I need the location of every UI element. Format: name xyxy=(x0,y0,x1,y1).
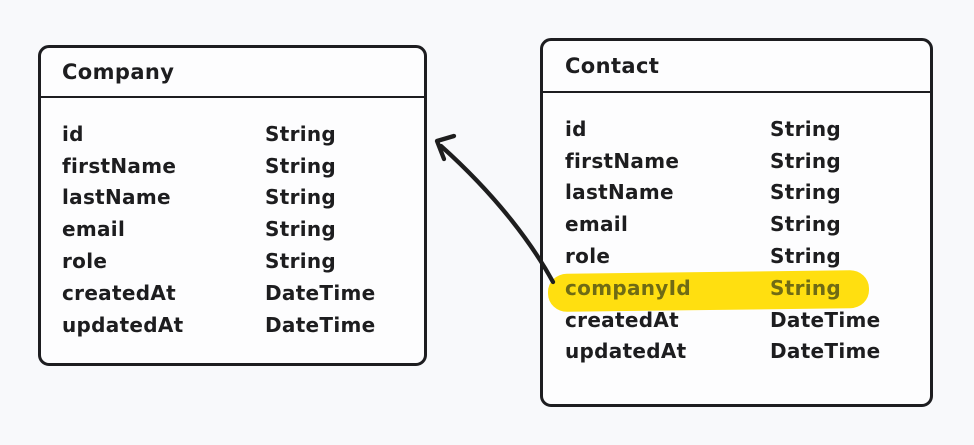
field-row: updatedAt DateTime xyxy=(62,309,414,341)
field-type: String xyxy=(265,121,337,146)
field-row: id String xyxy=(565,113,920,145)
field-type: String xyxy=(265,249,337,274)
field-type: String xyxy=(265,185,337,210)
field-type: String xyxy=(770,116,842,141)
field-row: role String xyxy=(565,240,920,272)
field-name: firstName xyxy=(565,148,680,173)
field-name: role xyxy=(565,244,611,269)
entity-contact-header: Contact xyxy=(543,41,930,93)
field-row: lastName String xyxy=(62,182,414,214)
field-type: String xyxy=(770,148,842,173)
field-type: DateTime xyxy=(770,307,881,332)
field-row: id String xyxy=(62,118,414,150)
field-name: createdAt xyxy=(565,307,679,332)
field-name: email xyxy=(62,217,126,242)
field-name: companyId xyxy=(565,275,691,300)
field-row: createdAt DateTime xyxy=(565,304,920,336)
field-row: email String xyxy=(62,213,414,245)
field-row: email String xyxy=(565,208,920,240)
field-type: String xyxy=(265,217,337,242)
entity-title: Contact xyxy=(565,54,660,78)
field-type: DateTime xyxy=(265,280,376,305)
field-row: role String xyxy=(62,245,414,277)
field-type: String xyxy=(770,275,842,300)
field-type: DateTime xyxy=(265,312,376,337)
field-type: String xyxy=(770,244,842,269)
field-row: createdAt DateTime xyxy=(62,277,414,309)
field-row: lastName String xyxy=(565,177,920,209)
field-row: firstName String xyxy=(62,150,414,182)
field-type: String xyxy=(265,153,337,178)
field-name: lastName xyxy=(62,185,171,210)
field-row: updatedAt DateTime xyxy=(565,336,920,368)
field-type: String xyxy=(770,212,842,237)
field-name: createdAt xyxy=(62,280,176,305)
field-name: lastName xyxy=(565,180,674,205)
arrow-head xyxy=(434,133,457,162)
field-row: companyId String xyxy=(565,272,920,304)
field-type: String xyxy=(770,180,842,205)
field-name: email xyxy=(565,212,629,237)
field-row: firstName String xyxy=(565,145,920,177)
field-name: updatedAt xyxy=(565,339,687,364)
field-name: id xyxy=(62,121,84,146)
entity-company-header: Company xyxy=(41,48,424,98)
field-name: id xyxy=(565,116,587,141)
arrow-shaft xyxy=(438,143,556,285)
field-name: firstName xyxy=(62,153,177,178)
field-name: updatedAt xyxy=(62,312,184,337)
field-name: role xyxy=(62,249,108,274)
entity-title: Company xyxy=(62,60,175,84)
field-type: DateTime xyxy=(770,339,881,364)
